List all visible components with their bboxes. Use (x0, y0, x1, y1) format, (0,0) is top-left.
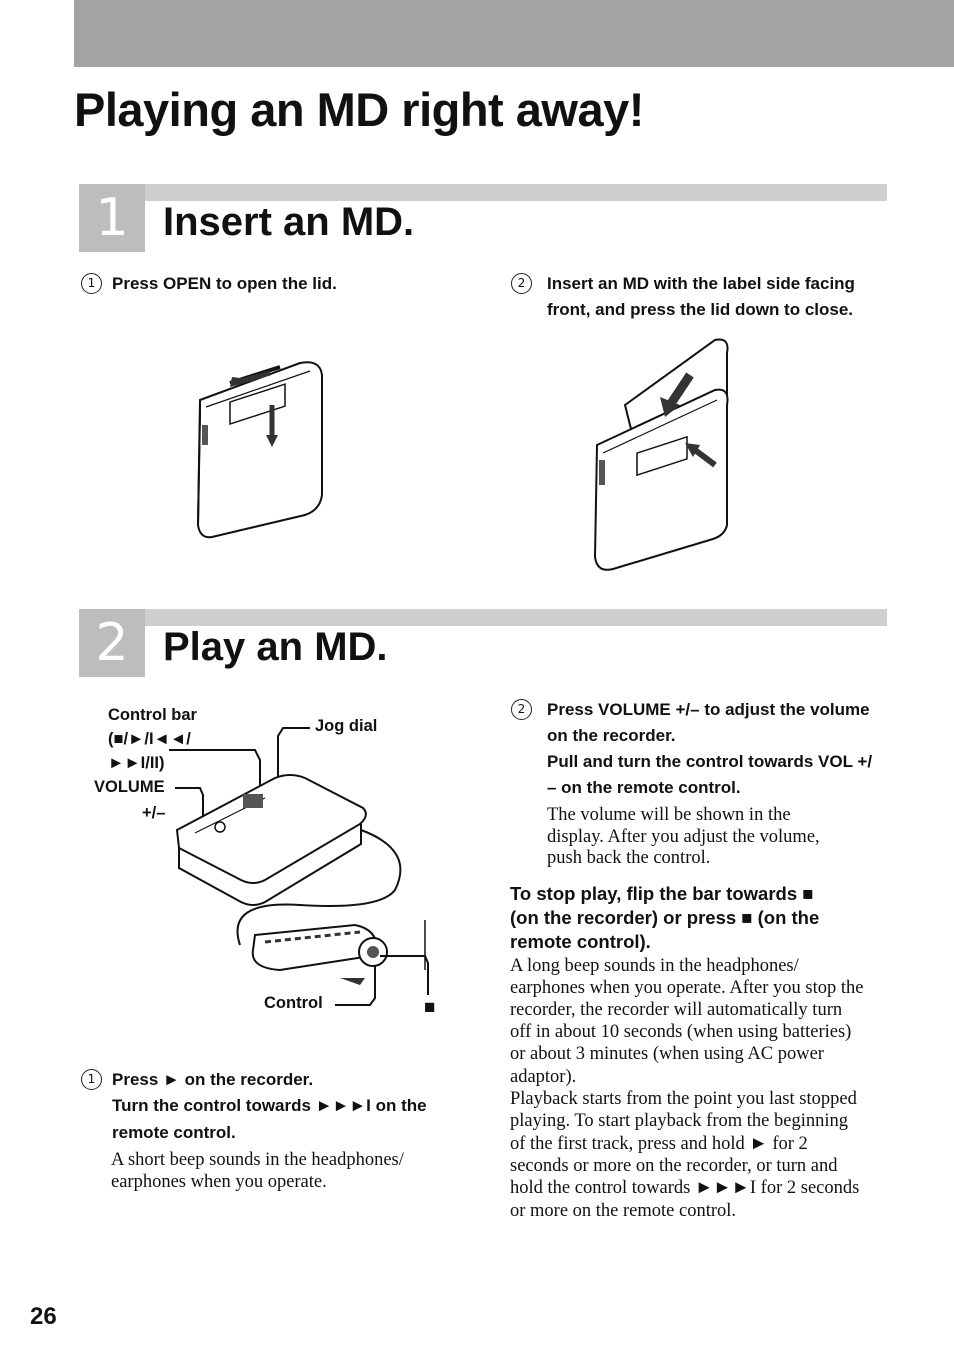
step-2-sub-1-line-2: Turn the control towards ►►►I on the (112, 1096, 427, 1115)
step-2-sub-2-body-3: push back the control. (547, 848, 711, 868)
stop-body-line-6: adaptor). (510, 1067, 577, 1087)
stop-body-line-7: Playback starts from the point you last … (510, 1089, 857, 1109)
label-control-bar: Control bar (108, 706, 197, 724)
stop-body-line-5: or about 3 minutes (when using AC power (510, 1044, 824, 1064)
label-volume: VOLUME (94, 778, 165, 796)
open-lid-illustration (196, 361, 323, 539)
step-2-sub-2-line-3: Pull and turn the control towards VOL +/ (547, 752, 873, 771)
label-control: Control (264, 994, 323, 1012)
step-1-header: 1 Insert an MD. (79, 184, 887, 252)
page-title: Playing an MD right away! (74, 83, 644, 136)
step-2-sub-2-line-1: Press VOLUME +/– to adjust the volume (547, 700, 870, 719)
step-2-sub-1-body-2: earphones when you operate. (111, 1172, 327, 1192)
step-2-sub-2-body-2: display. After you adjust the volume, (547, 827, 820, 847)
step-2-sub-1-line-3: remote control. (112, 1123, 236, 1142)
step-2-sub-1-line-1: Press ► on the recorder. (112, 1070, 314, 1089)
page-number: 26 (30, 1303, 57, 1330)
step-2-band (145, 609, 887, 626)
stop-body-line-8: playing. To start playback from the begi… (510, 1111, 848, 1131)
step-2-sub-1-body-1: A short beep sounds in the headphones/ (111, 1150, 404, 1170)
step-2-sub-2-line-4: – on the remote control. (547, 778, 741, 797)
label-control-bar-symbols-2: ►►I/II) (108, 754, 165, 772)
step-1-sub-1-marker: 1 (81, 273, 102, 294)
stop-body-line-4: off in about 10 seconds (when using batt… (510, 1022, 852, 1042)
label-jog-dial: Jog dial (315, 717, 378, 735)
insert-md-illustration (593, 338, 729, 571)
stop-body-line-2: earphones when you operate. After you st… (510, 978, 864, 998)
step-2-sub-1-marker: 1 (81, 1069, 102, 1090)
step-2-sub-2-marker: 2 (511, 699, 532, 720)
step-2-title: Play an MD. (163, 625, 388, 669)
step-2-number: 2 (79, 609, 145, 677)
stop-body-line-11: hold the control towards ►►►I for 2 seco… (510, 1178, 860, 1198)
step-1-sub-2-marker: 2 (511, 273, 532, 294)
stop-body-line-10: seconds or more on the recorder, or turn… (510, 1156, 838, 1176)
stop-body-line-1: A long beep sounds in the headphones/ (510, 956, 799, 976)
stop-heading-line-1: To stop play, flip the bar towards ■ (510, 883, 814, 904)
header-band (74, 0, 954, 67)
stop-body-line-12: or more on the remote control. (510, 1201, 737, 1221)
stop-heading-line-3: remote control). (510, 931, 651, 952)
step-1-band (145, 184, 887, 201)
step-1-sub-1-text: Press OPEN to open the lid. (112, 274, 337, 293)
step-1-number: 1 (79, 184, 145, 252)
step-1-title: Insert an MD. (163, 200, 415, 244)
step-1-sub-2-line-2: front, and press the lid down to close. (547, 300, 854, 319)
stop-body-line-3: recorder, the recorder will automaticall… (510, 1000, 843, 1020)
play-md-illustration (169, 727, 429, 1006)
step-2-sub-2-line-2: on the recorder. (547, 726, 676, 745)
label-stop-symbol: ■ (424, 997, 436, 1018)
label-control-bar-symbols-1: (■/►/I◄◄/ (108, 730, 191, 748)
stop-body-line-9: of the first track, press and hold ► for… (510, 1134, 808, 1154)
step-2-header: 2 Play an MD. (79, 609, 887, 677)
step-1-sub-2-line-1: Insert an MD with the label side facing (547, 274, 855, 293)
step-2-sub-2-body-1: The volume will be shown in the (547, 805, 791, 825)
label-volume-sign: +/– (142, 804, 166, 822)
stop-heading-line-2: (on the recorder) or press ■ (on the (510, 907, 820, 928)
